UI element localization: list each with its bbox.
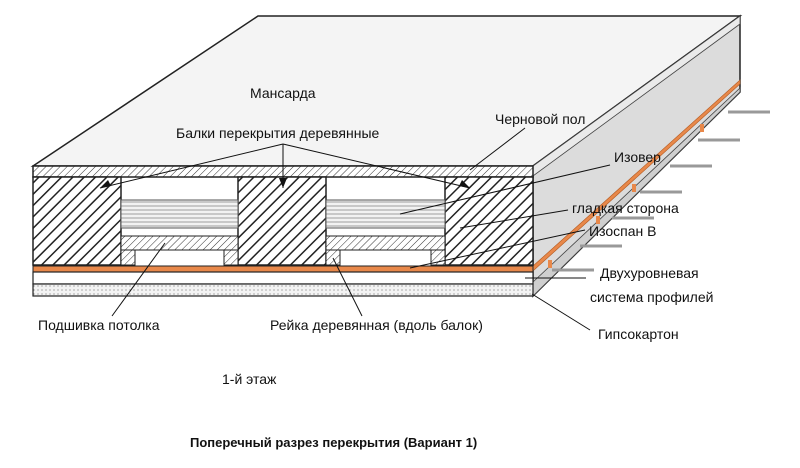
leader-lines: [99, 127, 611, 331]
beam-1: [32, 176, 122, 266]
ceiling-lining-1: [120, 235, 239, 251]
label-subfloor: Черновой пол: [495, 111, 585, 127]
label-two-level-1: Двухуровневая: [600, 265, 699, 281]
diagram-caption: Поперечный разрез перекрытия (Вариант 1): [190, 435, 477, 450]
insulation-2: [325, 199, 446, 229]
leader-arrowheads: [100, 178, 470, 188]
side-orange-marks: [548, 124, 704, 268]
isospan-membrane: [32, 265, 534, 273]
side-profile-stubs: [552, 110, 770, 272]
label-ceiling-lining: Подшивка потолка: [38, 317, 160, 333]
ceiling-lining-2: [325, 235, 446, 251]
laths: [120, 249, 446, 266]
insulation-1: [120, 199, 239, 229]
label-smooth-side: гладкая сторона: [572, 200, 679, 216]
label-first-floor: 1-й этаж: [222, 371, 277, 387]
label-beams: Балки перекрытия деревянные: [176, 125, 380, 141]
label-drywall: Гипсокартон: [598, 326, 679, 342]
label-isospan: Изоспан В: [589, 223, 656, 239]
label-attic: Мансарда: [250, 85, 316, 101]
beam-2: [237, 176, 327, 266]
profile-system-layer: [32, 271, 534, 285]
drywall-layer: [32, 283, 534, 297]
label-isover: Изовер: [614, 149, 661, 165]
label-lath: Рейка деревянная (вдоль балок): [270, 317, 483, 333]
label-two-level-2: система профилей: [590, 289, 713, 305]
beam-3: [444, 176, 534, 266]
